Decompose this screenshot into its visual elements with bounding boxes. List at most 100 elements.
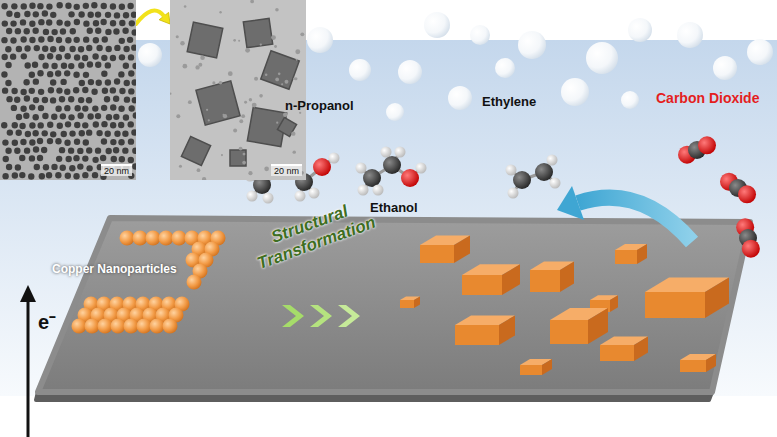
tem-particle xyxy=(113,28,119,34)
tem-particle xyxy=(21,53,27,59)
tem-particle xyxy=(37,70,43,76)
tem-particle xyxy=(68,11,74,17)
copper-cube-front xyxy=(680,360,706,372)
gas-bubble xyxy=(470,25,490,45)
tem-grain xyxy=(254,77,258,81)
tem-particle xyxy=(118,71,124,77)
tem-particle xyxy=(105,79,111,85)
tem-grain xyxy=(219,11,221,13)
tem-particle xyxy=(48,87,54,93)
copper-nanoparticle xyxy=(146,231,161,246)
copper-nanoparticle xyxy=(187,275,202,290)
tem-particle xyxy=(78,11,84,17)
tem-cube xyxy=(243,18,272,47)
tem-cube xyxy=(230,150,246,166)
tem-particle xyxy=(111,156,117,162)
copper-cube-front xyxy=(520,365,542,375)
tem-particle xyxy=(118,139,124,145)
tem-particle xyxy=(113,114,119,120)
tem-particle xyxy=(68,96,74,102)
tem-particle xyxy=(6,11,12,17)
tem-particle xyxy=(51,113,57,119)
tem-particle xyxy=(38,89,44,95)
tem-particle xyxy=(78,46,84,52)
tem-particle xyxy=(33,78,39,84)
tem-particle xyxy=(42,46,48,52)
tem-particle xyxy=(95,11,101,17)
tem-particle xyxy=(77,163,83,169)
tem-particle xyxy=(51,63,57,69)
tem-particle xyxy=(50,97,56,103)
tem-particle xyxy=(37,122,43,128)
atom xyxy=(309,188,320,199)
gas-bubble xyxy=(386,103,404,121)
copper-cube-side xyxy=(706,354,716,372)
tem-particle xyxy=(69,46,75,52)
tem-ground xyxy=(170,0,306,180)
atom xyxy=(363,169,381,187)
tem-grain xyxy=(219,81,223,85)
tem-particle xyxy=(78,62,84,68)
tem-particle xyxy=(20,139,26,145)
tem-particle xyxy=(29,37,35,43)
atom xyxy=(742,240,760,258)
product-label: Ethylene xyxy=(482,94,536,109)
tem-particle xyxy=(118,106,124,112)
tem-particle xyxy=(3,156,9,162)
tem-particle xyxy=(64,88,70,94)
tem-grain xyxy=(202,177,206,180)
tem-particle xyxy=(32,62,38,68)
tem-particle xyxy=(92,105,98,111)
tem-particle xyxy=(82,87,88,93)
tem-particle xyxy=(70,28,76,34)
tem-particle xyxy=(60,165,66,171)
tem-particle xyxy=(128,157,134,163)
tem-grain xyxy=(198,63,202,67)
tem-particle xyxy=(46,19,52,25)
tem-particle xyxy=(105,29,111,35)
electron-wire xyxy=(27,300,30,437)
tem-grain xyxy=(271,35,276,40)
copper-cube-front xyxy=(615,250,637,264)
tem-particle xyxy=(42,97,48,103)
copper-nanoparticle xyxy=(159,231,174,246)
tem-particle xyxy=(74,54,80,60)
tem-particle xyxy=(55,105,61,111)
tem-particle xyxy=(131,44,136,50)
tem-grain xyxy=(176,114,180,118)
tem-grain xyxy=(241,114,245,118)
atom xyxy=(329,153,340,164)
tem-particle xyxy=(77,148,83,154)
tem-particle xyxy=(11,88,17,94)
tem-particle xyxy=(101,105,107,111)
tem-grain xyxy=(295,49,300,54)
tem-grain xyxy=(245,48,250,53)
tem-particle xyxy=(32,114,38,120)
tem-grain xyxy=(264,166,269,171)
copper-cube-side xyxy=(502,264,520,295)
tem-particle xyxy=(92,157,98,163)
tem-particle xyxy=(1,71,7,77)
tem-particle xyxy=(23,79,29,85)
tem-particle xyxy=(14,96,20,102)
tem-particle xyxy=(60,79,66,85)
atom xyxy=(313,158,331,176)
tem-particle xyxy=(47,138,53,144)
copper-nanoparticle xyxy=(163,319,178,334)
carbon-dioxide-molecule xyxy=(720,173,756,204)
carbon-dioxide-molecule xyxy=(736,218,760,257)
tem-particle xyxy=(64,139,70,145)
copper-cube-side xyxy=(499,315,515,345)
tem-particle xyxy=(132,97,136,103)
tem-particle xyxy=(73,155,79,161)
tem-particle xyxy=(131,12,136,18)
tem-particle xyxy=(43,164,49,170)
tem-particle xyxy=(5,46,11,52)
tem-particle xyxy=(87,12,93,18)
tem-particle xyxy=(32,130,38,136)
tem-particle xyxy=(92,172,98,178)
tem-particle xyxy=(34,164,40,170)
atom xyxy=(506,165,517,176)
tem-particle xyxy=(65,3,71,9)
